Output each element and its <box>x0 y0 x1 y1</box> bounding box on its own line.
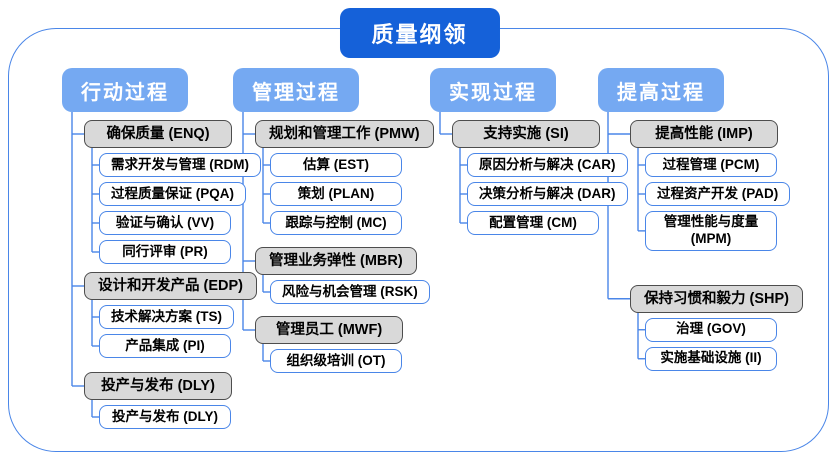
process-group: 管理业务弹性 (MBR) 风险与机会管理 (RSK) <box>255 247 430 304</box>
leaf-node: 治理 (GOV) <box>645 317 777 342</box>
column-groups: 确保质量 (ENQ) 需求开发与管理 (RDM) 过程质量保证 (PQA) 验证与确认… <box>62 112 261 429</box>
process-column-3: 实现过程支持实施 (SI) 原因分析与解决 (CAR) 决策分析与解决 (DAR) 配… <box>430 68 628 235</box>
group-node: 保持习惯和毅力 (SHP) <box>630 284 803 313</box>
column-groups: 规划和管理工作 (PMW) 估算 (EST) 策划 (PLAN) 跟踪与控制 (MC)… <box>233 112 434 373</box>
group-children: 风险与机会管理 (RSK) <box>270 275 430 304</box>
process-group: 管理员工 (MWF) 组织级培训 (OT) <box>255 316 403 373</box>
group-node: 提高性能 (IMP) <box>630 120 778 148</box>
column-groups: 支持实施 (SI) 原因分析与解决 (CAR) 决策分析与解决 (DAR) 配置管理 … <box>430 112 628 235</box>
leaf-node: 过程资产开发 (PAD) <box>645 182 791 206</box>
leaf-node: 同行评审 (PR) <box>99 240 231 264</box>
leaf-node: 配置管理 (CM) <box>467 211 599 235</box>
leaf-node: 投产与发布 (DLY) <box>99 405 231 429</box>
leaf-node: 产品集成 (PI) <box>99 334 231 358</box>
process-column-4: 提高过程提高性能 (IMP) 过程管理 (PCM) 过程资产开发 (PAD) 管理性能… <box>598 68 803 371</box>
group-node: 支持实施 (SI) <box>452 120 600 148</box>
group-children: 估算 (EST) 策划 (PLAN) 跟踪与控制 (MC) <box>270 148 402 235</box>
leaf-node: 技术解决方案 (TS) <box>99 305 234 329</box>
process-group: 确保质量 (ENQ) 需求开发与管理 (RDM) 过程质量保证 (PQA) 验证与确认… <box>84 120 261 264</box>
leaf-node: 跟踪与控制 (MC) <box>270 211 402 235</box>
group-children: 需求开发与管理 (RDM) 过程质量保证 (PQA) 验证与确认 (VV) 同行评审 … <box>99 148 261 264</box>
leaf-node: 决策分析与解决 (DAR) <box>467 182 628 206</box>
leaf-node: 估算 (EST) <box>270 153 402 177</box>
group-node: 确保质量 (ENQ) <box>84 120 232 148</box>
leaf-node: 组织级培训 (OT) <box>270 349 402 373</box>
group-children: 投产与发布 (DLY) <box>99 400 231 429</box>
process-group: 提高性能 (IMP) 过程管理 (PCM) 过程资产开发 (PAD) 管理性能与度量 … <box>630 120 791 251</box>
group-children: 原因分析与解决 (CAR) 决策分析与解决 (DAR) 配置管理 (CM) <box>467 148 628 235</box>
diagram-title-label: 质量纲领 <box>371 22 468 47</box>
leaf-node: 过程质量保证 (PQA) <box>99 182 246 206</box>
process-group: 投产与发布 (DLY) 投产与发布 (DLY) <box>84 372 232 429</box>
leaf-node: 原因分析与解决 (CAR) <box>467 153 628 177</box>
column-header: 行动过程 <box>62 68 188 112</box>
leaf-node: 实施基础设施 (II) <box>645 346 777 371</box>
process-group: 规划和管理工作 (PMW) 估算 (EST) 策划 (PLAN) 跟踪与控制 (MC) <box>255 120 434 235</box>
group-children: 过程管理 (PCM) 过程资产开发 (PAD) 管理性能与度量 (MPM) <box>645 148 791 251</box>
process-group: 保持习惯和毅力 (SHP) 治理 (GOV) 实施基础设施 (II) <box>630 284 803 371</box>
group-children: 组织级培训 (OT) <box>270 344 402 373</box>
group-children: 技术解决方案 (TS) 产品集成 (PI) <box>99 300 234 358</box>
column-header: 管理过程 <box>233 68 359 112</box>
column-header: 实现过程 <box>430 68 556 112</box>
group-node: 管理员工 (MWF) <box>255 316 403 344</box>
leaf-node: 风险与机会管理 (RSK) <box>270 280 430 304</box>
leaf-node: 需求开发与管理 (RDM) <box>99 153 261 177</box>
diagram-title: 质量纲领 <box>339 8 500 58</box>
leaf-node: 验证与确认 (VV) <box>99 211 231 235</box>
leaf-node: 管理性能与度量 (MPM) <box>645 211 777 251</box>
leaf-node: 过程管理 (PCM) <box>645 153 777 177</box>
group-children: 治理 (GOV) 实施基础设施 (II) <box>645 313 777 371</box>
process-column-1: 行动过程确保质量 (ENQ) 需求开发与管理 (RDM) 过程质量保证 (PQA) 验… <box>62 68 261 429</box>
group-node: 设计和开发产品 (EDP) <box>84 272 257 300</box>
leaf-node: 策划 (PLAN) <box>270 182 402 206</box>
group-node: 规划和管理工作 (PMW) <box>255 120 434 148</box>
group-node: 投产与发布 (DLY) <box>84 372 232 400</box>
column-groups: 提高性能 (IMP) 过程管理 (PCM) 过程资产开发 (PAD) 管理性能与度量 … <box>598 112 803 371</box>
process-group: 设计和开发产品 (EDP) 技术解决方案 (TS) 产品集成 (PI) <box>84 272 257 358</box>
process-column-2: 管理过程规划和管理工作 (PMW) 估算 (EST) 策划 (PLAN) 跟踪与控制 … <box>233 68 434 373</box>
process-group: 支持实施 (SI) 原因分析与解决 (CAR) 决策分析与解决 (DAR) 配置管理 … <box>452 120 628 235</box>
column-header: 提高过程 <box>598 68 724 112</box>
group-node: 管理业务弹性 (MBR) <box>255 247 417 275</box>
